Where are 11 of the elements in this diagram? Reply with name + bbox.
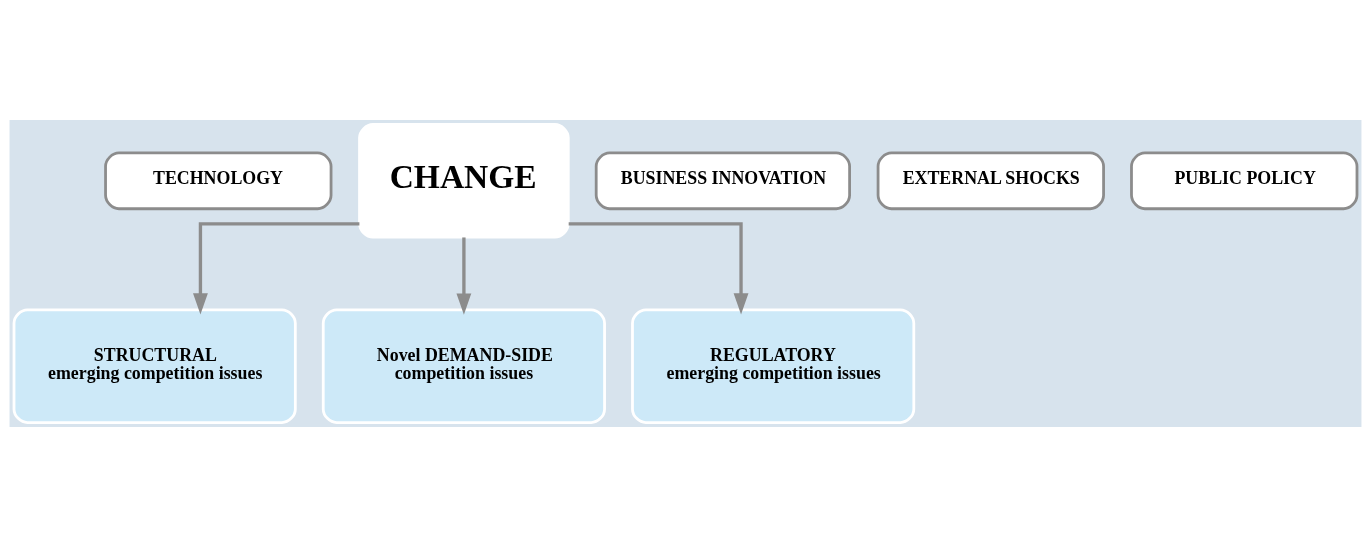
node-box: TECHNOLOGY (103, 151, 332, 211)
node-box: Novel DEMAND-SIDE competition issues (321, 308, 606, 424)
node-box: REGULATORY emerging competition issues (630, 308, 915, 424)
node-box: BUSINESS INNOVATION (594, 151, 851, 211)
node-box: CHANGE (357, 123, 570, 239)
node-box: EXTERNAL SHOCKS (876, 151, 1105, 211)
arrow (455, 237, 471, 315)
arrow (192, 222, 359, 315)
arrow (568, 222, 748, 315)
node-box: PUBLIC POLICY (1129, 151, 1358, 211)
node-box: STRUCTURAL emerging competition issues (12, 308, 297, 424)
